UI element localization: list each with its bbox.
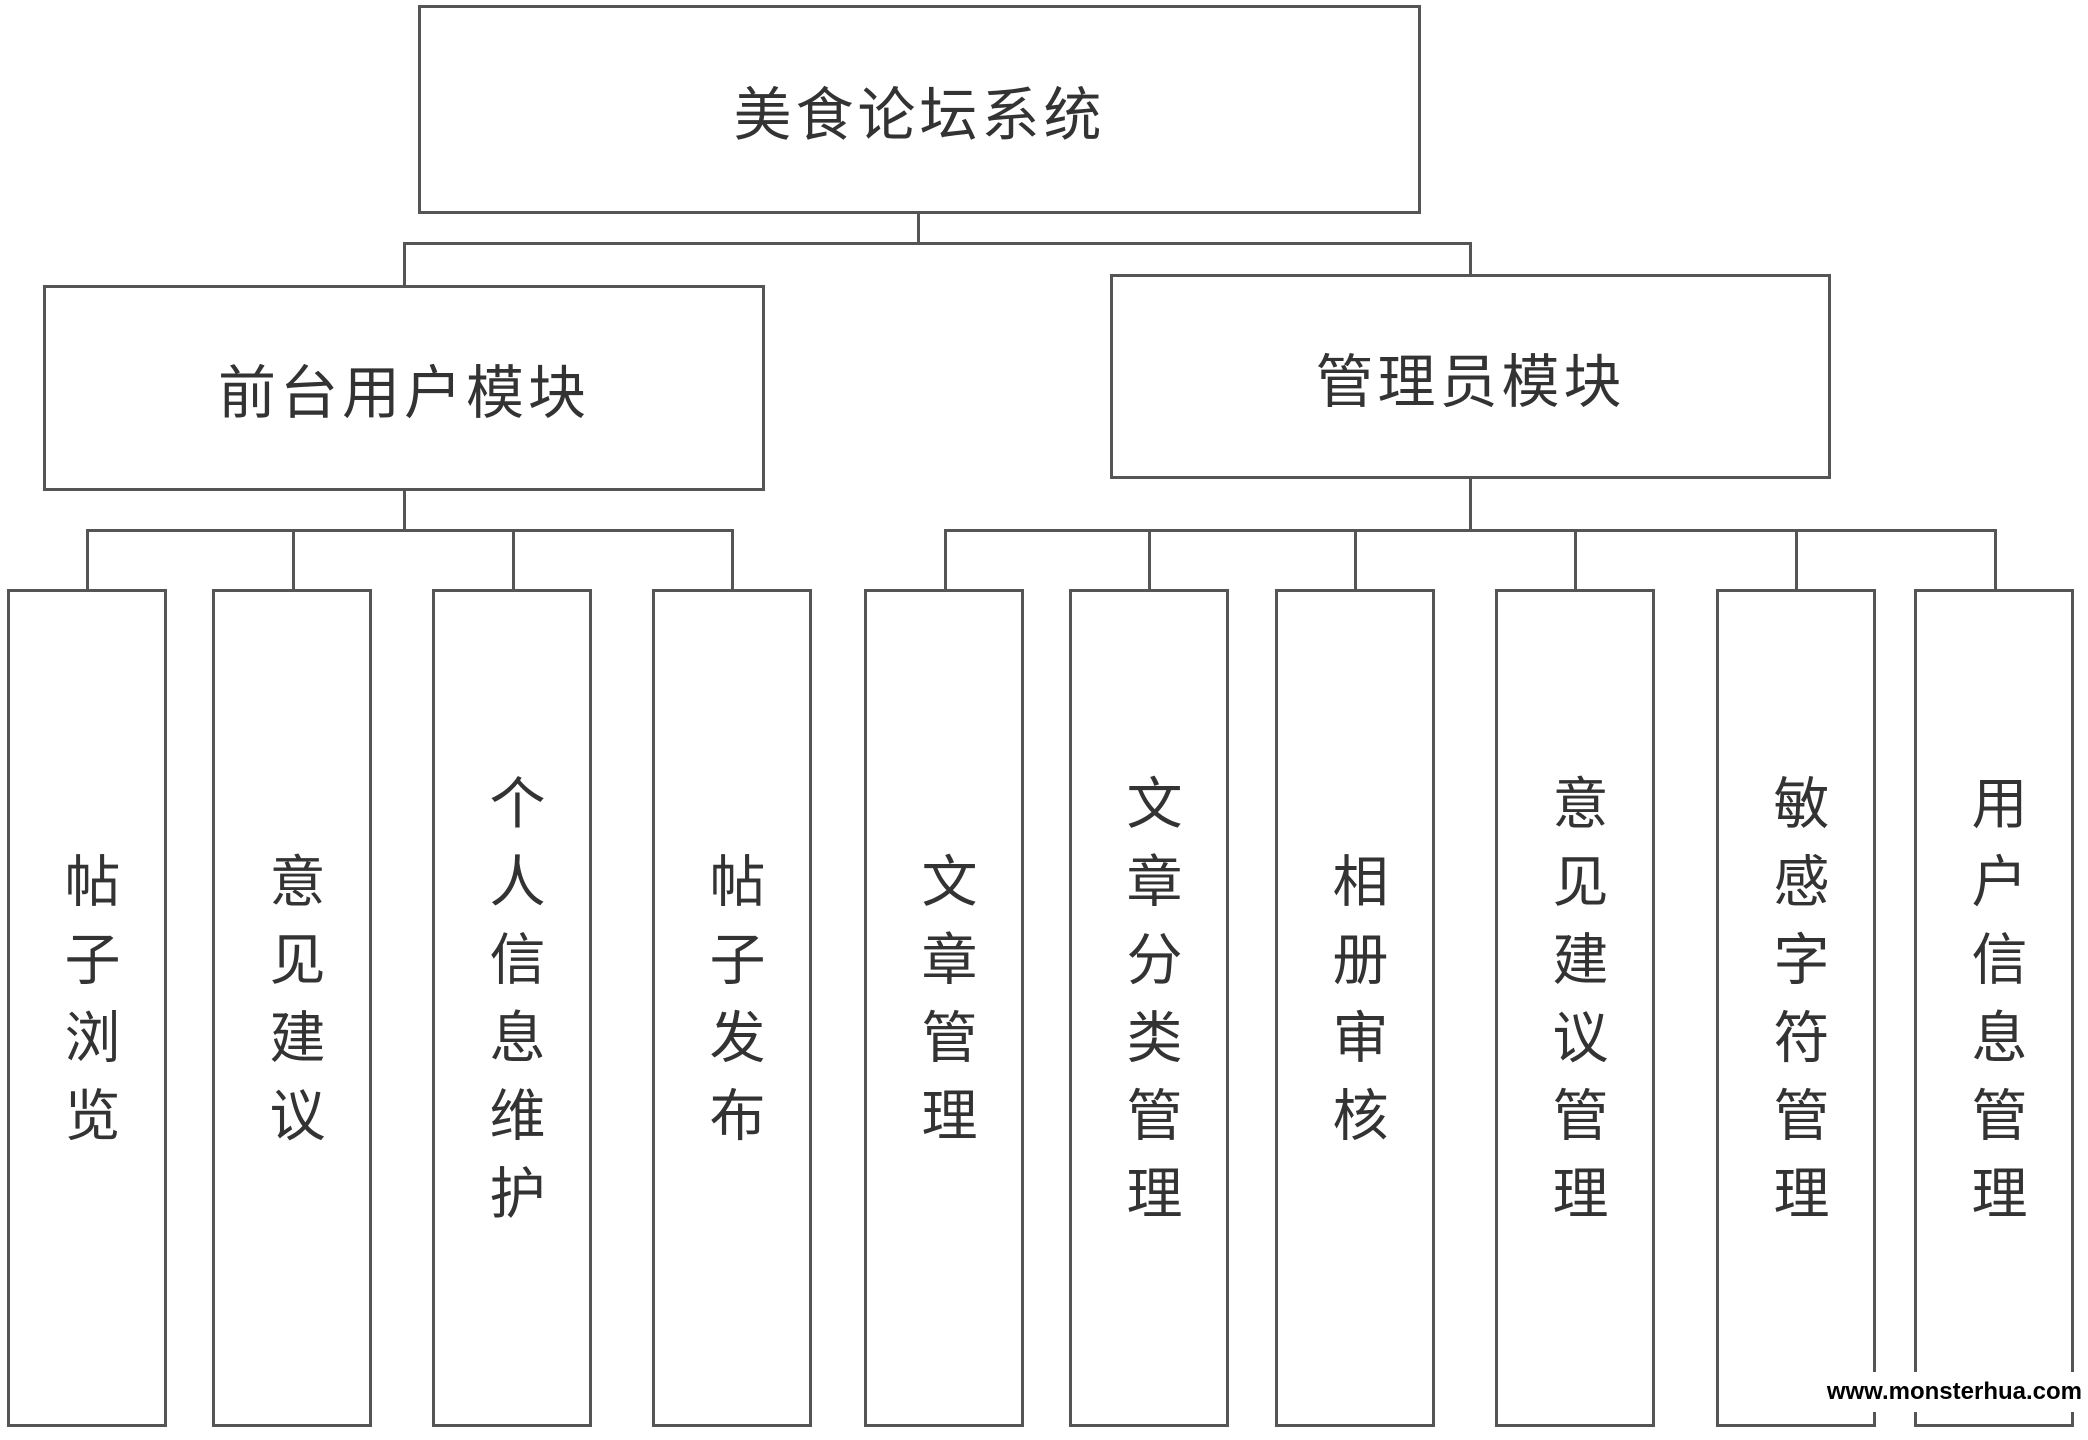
root-node: 美食论坛系统: [418, 5, 1421, 214]
connector-frontend-bar: [86, 529, 734, 532]
connector-admin-leaf-1: [944, 529, 947, 590]
frontend-module-label: 前台用户模块: [217, 359, 590, 427]
admin-leaf-3: 相册审核: [1275, 589, 1435, 1427]
admin-module-label: 管理员模块: [1315, 347, 1626, 416]
connector-frontend-leaf-1: [86, 529, 89, 590]
watermark-text: www.monsterhua.com: [1818, 1372, 2088, 1412]
connector-admin-drop: [1469, 242, 1472, 276]
admin-leaf-6: 用户信息管理: [1914, 589, 2074, 1427]
connector-admin-leaf-6: [1994, 529, 1997, 590]
connector-frontend-leaf-4: [731, 529, 734, 590]
connector-admin-leaf-5: [1795, 529, 1798, 590]
frontend-leaf-1-label: 帖子浏览: [55, 852, 120, 1164]
connector-admin-bar: [944, 529, 1997, 532]
connector-root-stem: [917, 213, 920, 243]
frontend-leaf-4: 帖子发布: [652, 589, 812, 1427]
connector-admin-leaf-2: [1148, 529, 1151, 590]
frontend-leaf-3: 个人信息维护: [432, 589, 592, 1427]
connector-admin-leaf-3: [1354, 529, 1357, 590]
admin-leaf-5-label: 敏感字符管理: [1764, 774, 1829, 1242]
admin-leaf-2-label: 文章分类管理: [1117, 774, 1182, 1242]
admin-leaf-5: 敏感字符管理: [1716, 589, 1876, 1427]
admin-leaf-2: 文章分类管理: [1069, 589, 1229, 1427]
frontend-module-node: 前台用户模块: [43, 285, 765, 491]
admin-leaf-1: 文章管理: [864, 589, 1024, 1427]
frontend-leaf-2: 意见建议: [212, 589, 372, 1427]
admin-module-node: 管理员模块: [1110, 274, 1831, 479]
admin-leaf-6-label: 用户信息管理: [1962, 774, 2027, 1242]
connector-admin-leaf-4: [1574, 529, 1577, 590]
connector-frontend-drop: [403, 242, 406, 286]
admin-leaf-4-label: 意见建议管理: [1543, 774, 1608, 1242]
admin-leaf-3-label: 相册审核: [1323, 852, 1388, 1164]
frontend-leaf-1: 帖子浏览: [7, 589, 167, 1427]
connector-frontend-leaf-2: [292, 529, 295, 590]
connector-frontend-leaf-3: [512, 529, 515, 590]
frontend-leaf-3-label: 个人信息维护: [480, 774, 545, 1242]
admin-leaf-4: 意见建议管理: [1495, 589, 1655, 1427]
admin-leaf-1-label: 文章管理: [912, 852, 977, 1164]
connector-admin-stem: [1469, 478, 1472, 530]
root-label: 美食论坛系统: [733, 80, 1106, 149]
frontend-leaf-4-label: 帖子发布: [700, 852, 765, 1164]
connector-frontend-stem: [403, 490, 406, 530]
frontend-leaf-2-label: 意见建议: [260, 852, 325, 1164]
connector-level1-bar: [403, 242, 1472, 245]
